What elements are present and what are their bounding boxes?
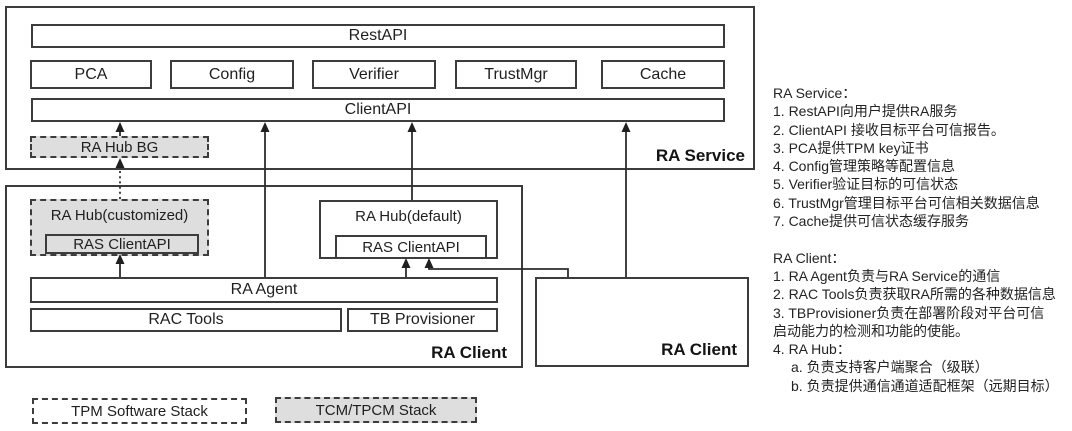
annotation-client-title: RA Client： xyxy=(773,249,846,266)
ra-client-main-title: RA Client xyxy=(431,343,507,362)
clientapi-label: ClientAPI xyxy=(344,101,412,118)
cache-box: Cache xyxy=(601,60,725,89)
ra-hub-bg-label: RA Hub BG xyxy=(80,138,159,156)
annotation-line: 3. PCA提供TPM key证书 xyxy=(773,139,929,156)
config-box: Config xyxy=(170,60,294,89)
ra-hub-customized-box: RA Hub(customized) RAS ClientAPI xyxy=(30,199,209,256)
tb-provisioner-box: TB Provisioner xyxy=(347,308,498,332)
legend-tcm-box: TCM/TPCM Stack xyxy=(275,397,477,423)
ra-service-container xyxy=(5,6,755,170)
pca-label: PCA xyxy=(74,65,108,83)
config-label: Config xyxy=(208,65,256,83)
ra-hub-customized-label: RA Hub(customized) xyxy=(50,207,189,224)
annotation-service-title: RA Service： xyxy=(773,85,857,101)
clientapi-box: ClientAPI xyxy=(31,98,725,122)
annotation-line: 启动能力的检测和功能的使能。 xyxy=(773,322,969,339)
ras-clientapi-default-label: RAS ClientAPI xyxy=(362,238,460,256)
annotation-line: 4. RA Hub： xyxy=(773,341,851,358)
cache-label: Cache xyxy=(639,65,687,83)
tb-provisioner-label: TB Provisioner xyxy=(370,311,475,328)
ra-agent-label: RA Agent xyxy=(230,281,298,298)
annotation-spacer xyxy=(773,230,1071,248)
annotation-line: 2. ClientAPI 接收目标平台可信报告。 xyxy=(773,121,1005,138)
ra-service-title: RA Service xyxy=(655,146,745,165)
trustmgr-label: TrustMgr xyxy=(484,65,548,83)
trustmgr-box: TrustMgr xyxy=(455,60,577,89)
annotation-panel: RA Service： 1. RestAPI向用户提供RA服务 2. Clien… xyxy=(773,84,1071,395)
annotation-line: 1. RestAPI向用户提供RA服务 xyxy=(773,103,958,120)
rac-tools-label: RAC Tools xyxy=(148,311,224,328)
ra-agent-box: RA Agent xyxy=(30,277,498,303)
ra-hub-bg-box: RA Hub BG xyxy=(30,136,209,158)
annotation-line: a. 负责支持客户端聚合（级联） xyxy=(791,359,989,376)
ras-clientapi-customized-label: RAS ClientAPI xyxy=(73,235,171,253)
legend-tcm-label: TCM/TPCM Stack xyxy=(315,401,437,419)
annotation-line: 1. RA Agent负责与RA Service的通信 xyxy=(773,267,1001,284)
legend-tpm-box: TPM Software Stack xyxy=(32,398,247,424)
ra-client-secondary-title: RA Client xyxy=(661,340,737,359)
annotation-line: 6. TrustMgr管理目标平台可信相关数据信息 xyxy=(773,194,1040,211)
ra-client-secondary-container xyxy=(535,277,749,367)
annotation-line: 7. Cache提供可信状态缓存服务 xyxy=(773,213,970,230)
annotation-line: 2. RAC Tools负责获取RA所需的各种数据信息 xyxy=(773,286,1056,303)
ra-hub-default-label: RA Hub(default) xyxy=(355,208,462,225)
rac-tools-box: RAC Tools xyxy=(30,308,342,332)
verifier-box: Verifier xyxy=(312,60,436,89)
verifier-label: Verifier xyxy=(349,65,399,83)
annotation-line: 3. TBProvisioner负责在部署阶段对平台可信 xyxy=(773,304,1045,321)
restapi-label: RestAPI xyxy=(348,27,408,44)
restapi-box: RestAPI xyxy=(31,24,725,48)
ras-clientapi-default-box: RAS ClientAPI xyxy=(335,235,487,259)
pca-box: PCA xyxy=(30,60,152,89)
annotation-line: b. 负责提供通信通道适配框架（远期目标） xyxy=(791,377,1059,394)
legend-tpm-label: TPM Software Stack xyxy=(71,402,208,420)
ras-clientapi-customized-box: RAS ClientAPI xyxy=(45,234,199,254)
annotation-line: 5. Verifier验证目标的可信状态 xyxy=(773,176,959,193)
ra-hub-default-box: RA Hub(default) RAS ClientAPI xyxy=(319,200,498,259)
annotation-line: 4. Config管理策略等配置信息 xyxy=(773,158,956,175)
